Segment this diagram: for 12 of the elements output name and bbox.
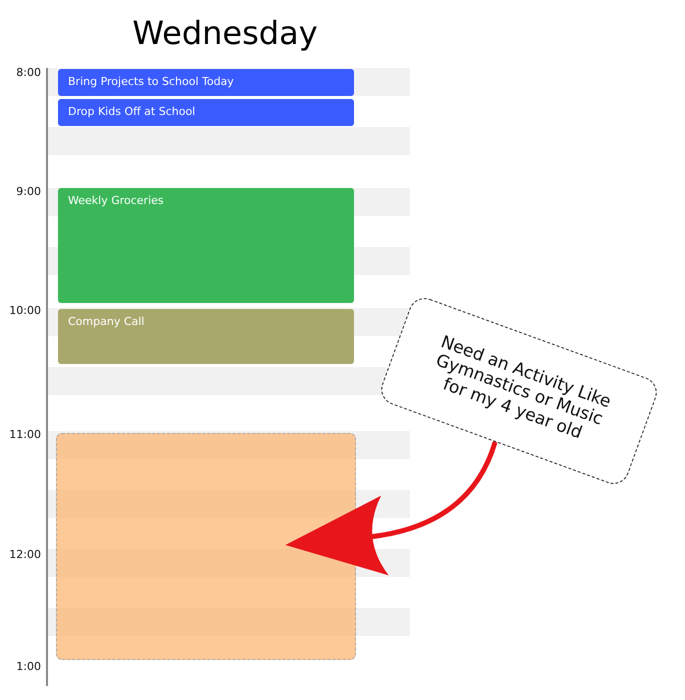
open-time-slot (56, 433, 356, 660)
time-label: 11:00 (9, 428, 41, 441)
event-block: Company Call (58, 309, 354, 364)
time-label: 1:00 (16, 660, 41, 673)
time-label: 8:00 (16, 66, 41, 79)
time-label: 12:00 (9, 548, 41, 561)
event-block: Drop Kids Off at School (58, 99, 354, 126)
event-block: Weekly Groceries (58, 188, 354, 303)
event-block: Bring Projects to School Today (58, 69, 354, 96)
time-label: 10:00 (9, 304, 41, 317)
day-heading: Wednesday (131, 14, 319, 52)
time-label: 9:00 (16, 185, 41, 198)
